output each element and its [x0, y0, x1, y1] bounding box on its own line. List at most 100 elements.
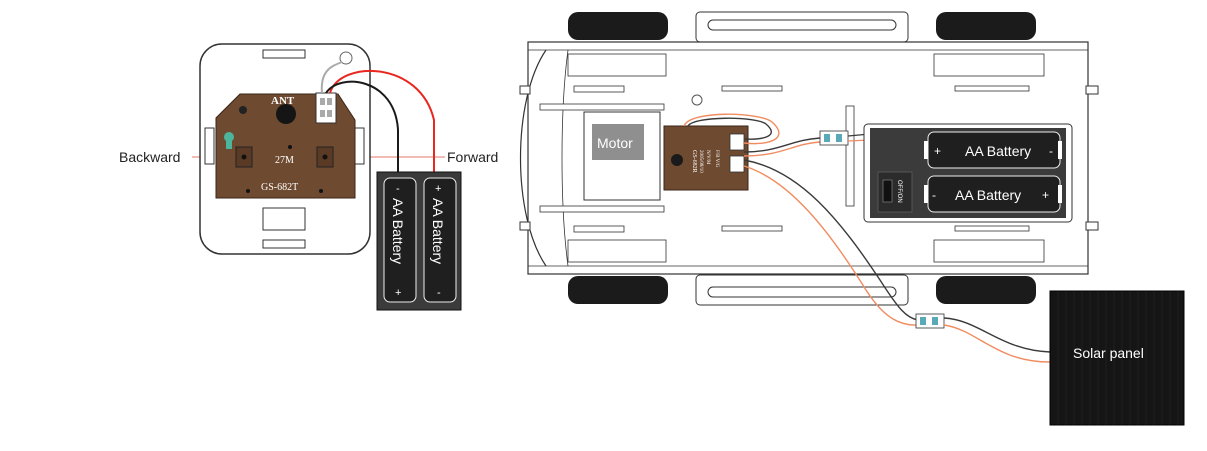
motor-wire-dark — [687, 117, 772, 140]
solar-panel-body — [1049, 290, 1185, 426]
side-tab — [1085, 221, 1099, 231]
side-tab — [1085, 85, 1099, 95]
frame-hole — [691, 94, 703, 106]
wheel-rear-left — [936, 12, 1036, 40]
power-switch-slider — [882, 179, 893, 203]
wheel-front-right — [568, 276, 668, 304]
panel-wire-orange — [943, 324, 1051, 363]
frame-slot — [539, 103, 665, 111]
car-battery-2-minus: - — [932, 188, 936, 202]
remote-battery-window — [262, 207, 306, 231]
connector-pin — [320, 110, 325, 117]
car-chassis: Motor GS-682R 2005/08/10 N/V/M F/B V/G — [519, 11, 1099, 363]
wheel-rear-right — [936, 276, 1036, 304]
remote-slot-bottom — [262, 239, 306, 249]
car-battery-1-minus: - — [1049, 144, 1053, 158]
frame-window — [933, 239, 1045, 263]
connector-pin — [920, 317, 926, 325]
led-leg — [226, 140, 232, 149]
remote-battery-2 — [423, 177, 457, 303]
pcb-dot — [319, 189, 323, 193]
remote-model-label: GS-682T — [261, 182, 298, 193]
black-wire — [325, 80, 399, 178]
connector-pin — [932, 317, 938, 325]
frame-window — [567, 53, 667, 77]
battery-2-minus: - — [437, 287, 441, 299]
remote-battery-1 — [383, 177, 417, 303]
connector-pin — [327, 110, 332, 117]
led-indicator — [224, 132, 234, 142]
car-battery-1-plus: + — [934, 144, 941, 158]
battery-wire-dark — [743, 137, 821, 153]
antenna-wire — [320, 61, 343, 94]
battery-2-plus: + — [435, 183, 441, 195]
pcb-dot — [246, 189, 250, 193]
wheel-front-left — [568, 12, 668, 40]
side-tab — [519, 221, 531, 231]
solar-panel-label: Solar panel — [1073, 345, 1144, 361]
forward-label: Forward — [447, 149, 498, 165]
solar-wire-orange — [743, 165, 919, 326]
frame-slot — [573, 225, 625, 233]
connector-pin — [836, 134, 842, 142]
battery-terminal — [1058, 185, 1062, 203]
remote-slot-right — [354, 127, 365, 165]
battery-1-plus: + — [395, 287, 401, 299]
motor-label: Motor — [597, 135, 633, 151]
battery-1-minus: - — [396, 183, 400, 195]
forward-button-dot — [322, 154, 328, 160]
frame-window — [933, 53, 1045, 77]
connector-pin — [320, 98, 325, 105]
frame-slot — [539, 205, 665, 213]
front-bumper — [519, 49, 547, 267]
chassis-bottom-slot — [707, 286, 897, 298]
solar-panel: Solar panel — [1049, 290, 1185, 426]
car-battery-2-label: AA Battery — [955, 187, 1021, 203]
receiver-model: GS-682R — [691, 150, 697, 173]
battery-wire-orange — [743, 141, 821, 157]
solar-wire-dark — [743, 159, 919, 321]
red-wire — [329, 69, 435, 178]
antenna-hole — [339, 51, 353, 65]
receiver-pins: F/B V/G — [714, 150, 719, 168]
car-battery-2-plus: + — [1042, 188, 1049, 202]
remote-connector — [315, 92, 337, 124]
motor-wire-orange — [683, 113, 780, 145]
frame-window — [567, 239, 667, 263]
backward-button-dot — [241, 154, 247, 160]
frame-slot — [954, 225, 1030, 232]
motor-box — [592, 124, 644, 160]
remote-slot-left — [204, 127, 215, 165]
battery-terminal — [1058, 141, 1062, 159]
frame-vertical-slot — [845, 105, 855, 207]
side-tab — [519, 85, 531, 95]
battery-terminal — [924, 185, 928, 203]
frame-slot — [954, 85, 1030, 92]
antenna-coil — [276, 104, 296, 124]
connector-pin — [327, 98, 332, 105]
remote-battery-1-label: AA Battery — [390, 198, 406, 264]
backward-label: Backward — [119, 149, 180, 165]
remote-slot-top — [262, 49, 306, 59]
connector-pin — [824, 134, 830, 142]
receiver-antenna-coil — [671, 154, 683, 166]
receiver-connector-bottom — [729, 155, 745, 173]
remote-ant-label: ANT — [271, 95, 295, 107]
pcb-dot — [288, 145, 292, 149]
remote-freq-label: 27M — [275, 155, 294, 166]
receiver-connector-top — [729, 133, 745, 151]
frame-slot — [721, 85, 783, 92]
receiver-nvm: N/V/M — [705, 150, 710, 165]
battery-terminal — [924, 141, 928, 159]
receiver-date: 2005/08/10 — [698, 150, 703, 173]
frame-slot — [573, 85, 625, 93]
remote-controller: Backward Forward ANT 27M GS-682T — [119, 43, 498, 311]
car-battery-1-label: AA Battery — [965, 143, 1031, 159]
panel-wire-dark — [943, 317, 1051, 353]
power-switch-label: OFF/ON — [896, 180, 902, 203]
remote-battery-2-label: AA Battery — [430, 198, 446, 264]
frame-slot — [721, 225, 783, 232]
front-inner-curve — [561, 49, 569, 267]
solar-panel-grid — [1057, 291, 1179, 425]
